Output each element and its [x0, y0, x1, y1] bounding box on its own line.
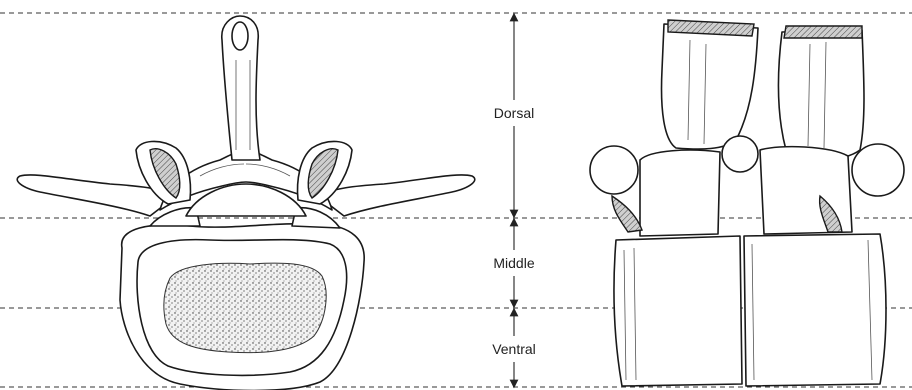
- middle-zone-label: Middle: [493, 255, 534, 271]
- spinous-process-tip: [232, 22, 248, 50]
- zone-dimension-markers: Dorsal Middle Ventral: [492, 17, 536, 384]
- transverse-knob-mid: [722, 136, 758, 172]
- dorsal-zone-label: Dorsal: [494, 105, 534, 121]
- articular-column-right-cap: [784, 26, 862, 38]
- transverse-knob-right: [852, 144, 904, 196]
- pedicle-lateral-left: [640, 150, 720, 236]
- lateral-vertebrae-view: [590, 20, 904, 386]
- vertebral-body-upper-left: [614, 236, 742, 386]
- axial-vertebra-view: [17, 16, 475, 390]
- vertebral-body-lower-right: [744, 234, 886, 386]
- articular-column-right: [779, 30, 864, 160]
- articular-column-left: [662, 24, 758, 149]
- transverse-knob-left: [590, 146, 638, 194]
- facet-cut-left: [612, 196, 642, 232]
- ventral-zone-label: Ventral: [492, 341, 536, 357]
- cancellous-core: [164, 263, 326, 353]
